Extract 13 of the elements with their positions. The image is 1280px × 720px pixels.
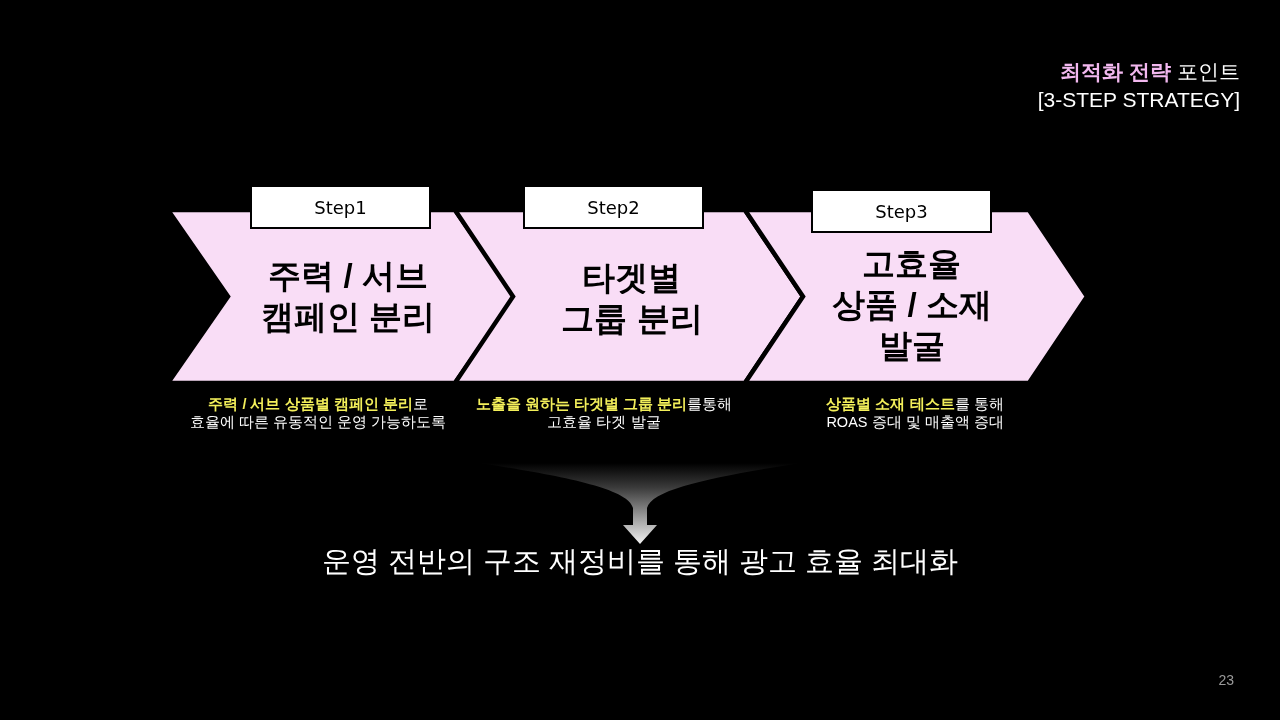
step-description: 노출을 원하는 타겟별 그룹 분리를통해 고효율 타겟 발굴 [475,395,733,431]
subtitle: [3-STEP STRATEGY] [1037,88,1240,112]
conclusion-text: 운영 전반의 구조 재정비를 통해 광고 효율 최대화 [321,544,959,578]
step-heading: 주력 / 서브 캠페인 분리 [260,256,436,337]
page-number: 23 [1218,672,1234,688]
step-description: 주력 / 서브 상품별 캠페인 분리로 효율에 따른 유동적인 운영 가능하도록 [189,395,447,431]
step-label: Step1 [250,185,431,229]
step-label: Step2 [523,185,704,229]
slide-title: 최적화 전략 포인트 [1060,59,1240,85]
step-description: 상품별 소재 테스트를 통해 ROAS 증대 및 매출액 증대 [826,395,1004,431]
step-heading: 고효율 상품 / 소재 발굴 [832,243,992,366]
step-label: Step3 [811,189,992,233]
step-heading: 타겟별 그룹 분리 [561,258,703,339]
